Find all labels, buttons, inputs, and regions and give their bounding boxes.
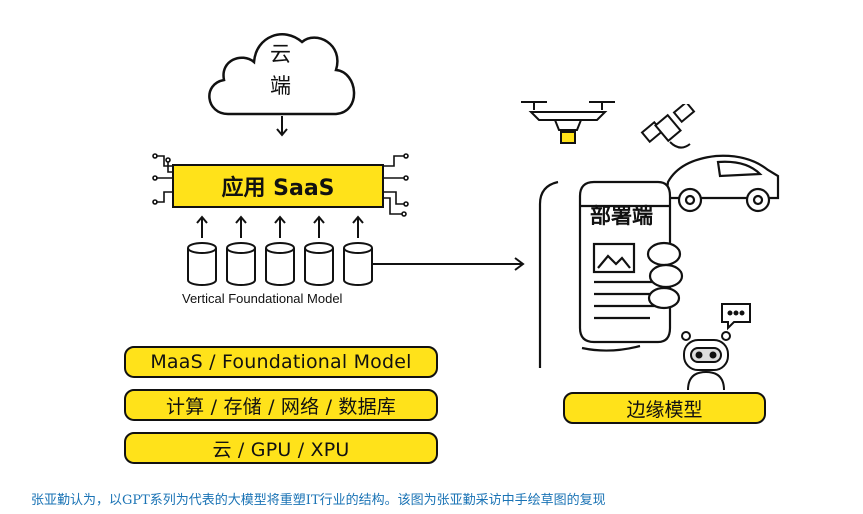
database-icon [187, 242, 217, 286]
edge-model-pill: 边缘模型 [563, 392, 766, 424]
up-arrow-icon [235, 215, 247, 238]
database-icon [226, 242, 256, 286]
figure-caption: 张亚勤认为，以GPT系列为代表的大模型将重塑IT行业的结构。该图为张亚勤采访中手… [31, 493, 606, 508]
phone-icon [538, 180, 684, 368]
car-icon [664, 154, 780, 213]
circuit-right-icon [384, 153, 409, 217]
up-arrow-icon [274, 215, 286, 238]
stack-maas-pill: MaaS / Foundational Model [124, 346, 438, 378]
stack-gpu-label: 云 / GPU / XPU [212, 438, 350, 461]
circuit-left-icon [152, 153, 174, 205]
stack-gpu-pill: 云 / GPU / XPU [124, 432, 438, 464]
stack-infra-label: 计算 / 存储 / 网络 / 数据库 [165, 395, 397, 418]
up-arrow-icon [352, 215, 364, 238]
database-icon [304, 242, 334, 286]
edge-model-label: 边缘模型 [626, 398, 703, 421]
vertical-model-label: Vertical Foundational Model [182, 291, 343, 306]
cloud-icon [208, 33, 356, 116]
down-arrow-icon [276, 116, 288, 137]
app-saas-label: 应用 SaaS [221, 176, 335, 201]
database-icon [343, 242, 373, 286]
drone-icon [521, 101, 615, 144]
right-arrow-icon [372, 257, 525, 271]
database-icon [265, 242, 295, 286]
cloud-label-line2: 端 [270, 74, 291, 98]
stack-maas-label: MaaS / Foundational Model [150, 351, 412, 373]
model-cylinders [187, 215, 373, 286]
satellite-icon [640, 104, 696, 149]
up-arrow-icon [196, 215, 208, 238]
cloud-label-line1: 云 [270, 42, 291, 66]
app-saas-bar: 应用 SaaS [172, 164, 384, 208]
stack-infra-pill: 计算 / 存储 / 网络 / 数据库 [124, 389, 438, 421]
up-arrow-icon [313, 215, 325, 238]
robot-icon [681, 303, 751, 391]
deploy-label: 部署端 [590, 204, 653, 228]
